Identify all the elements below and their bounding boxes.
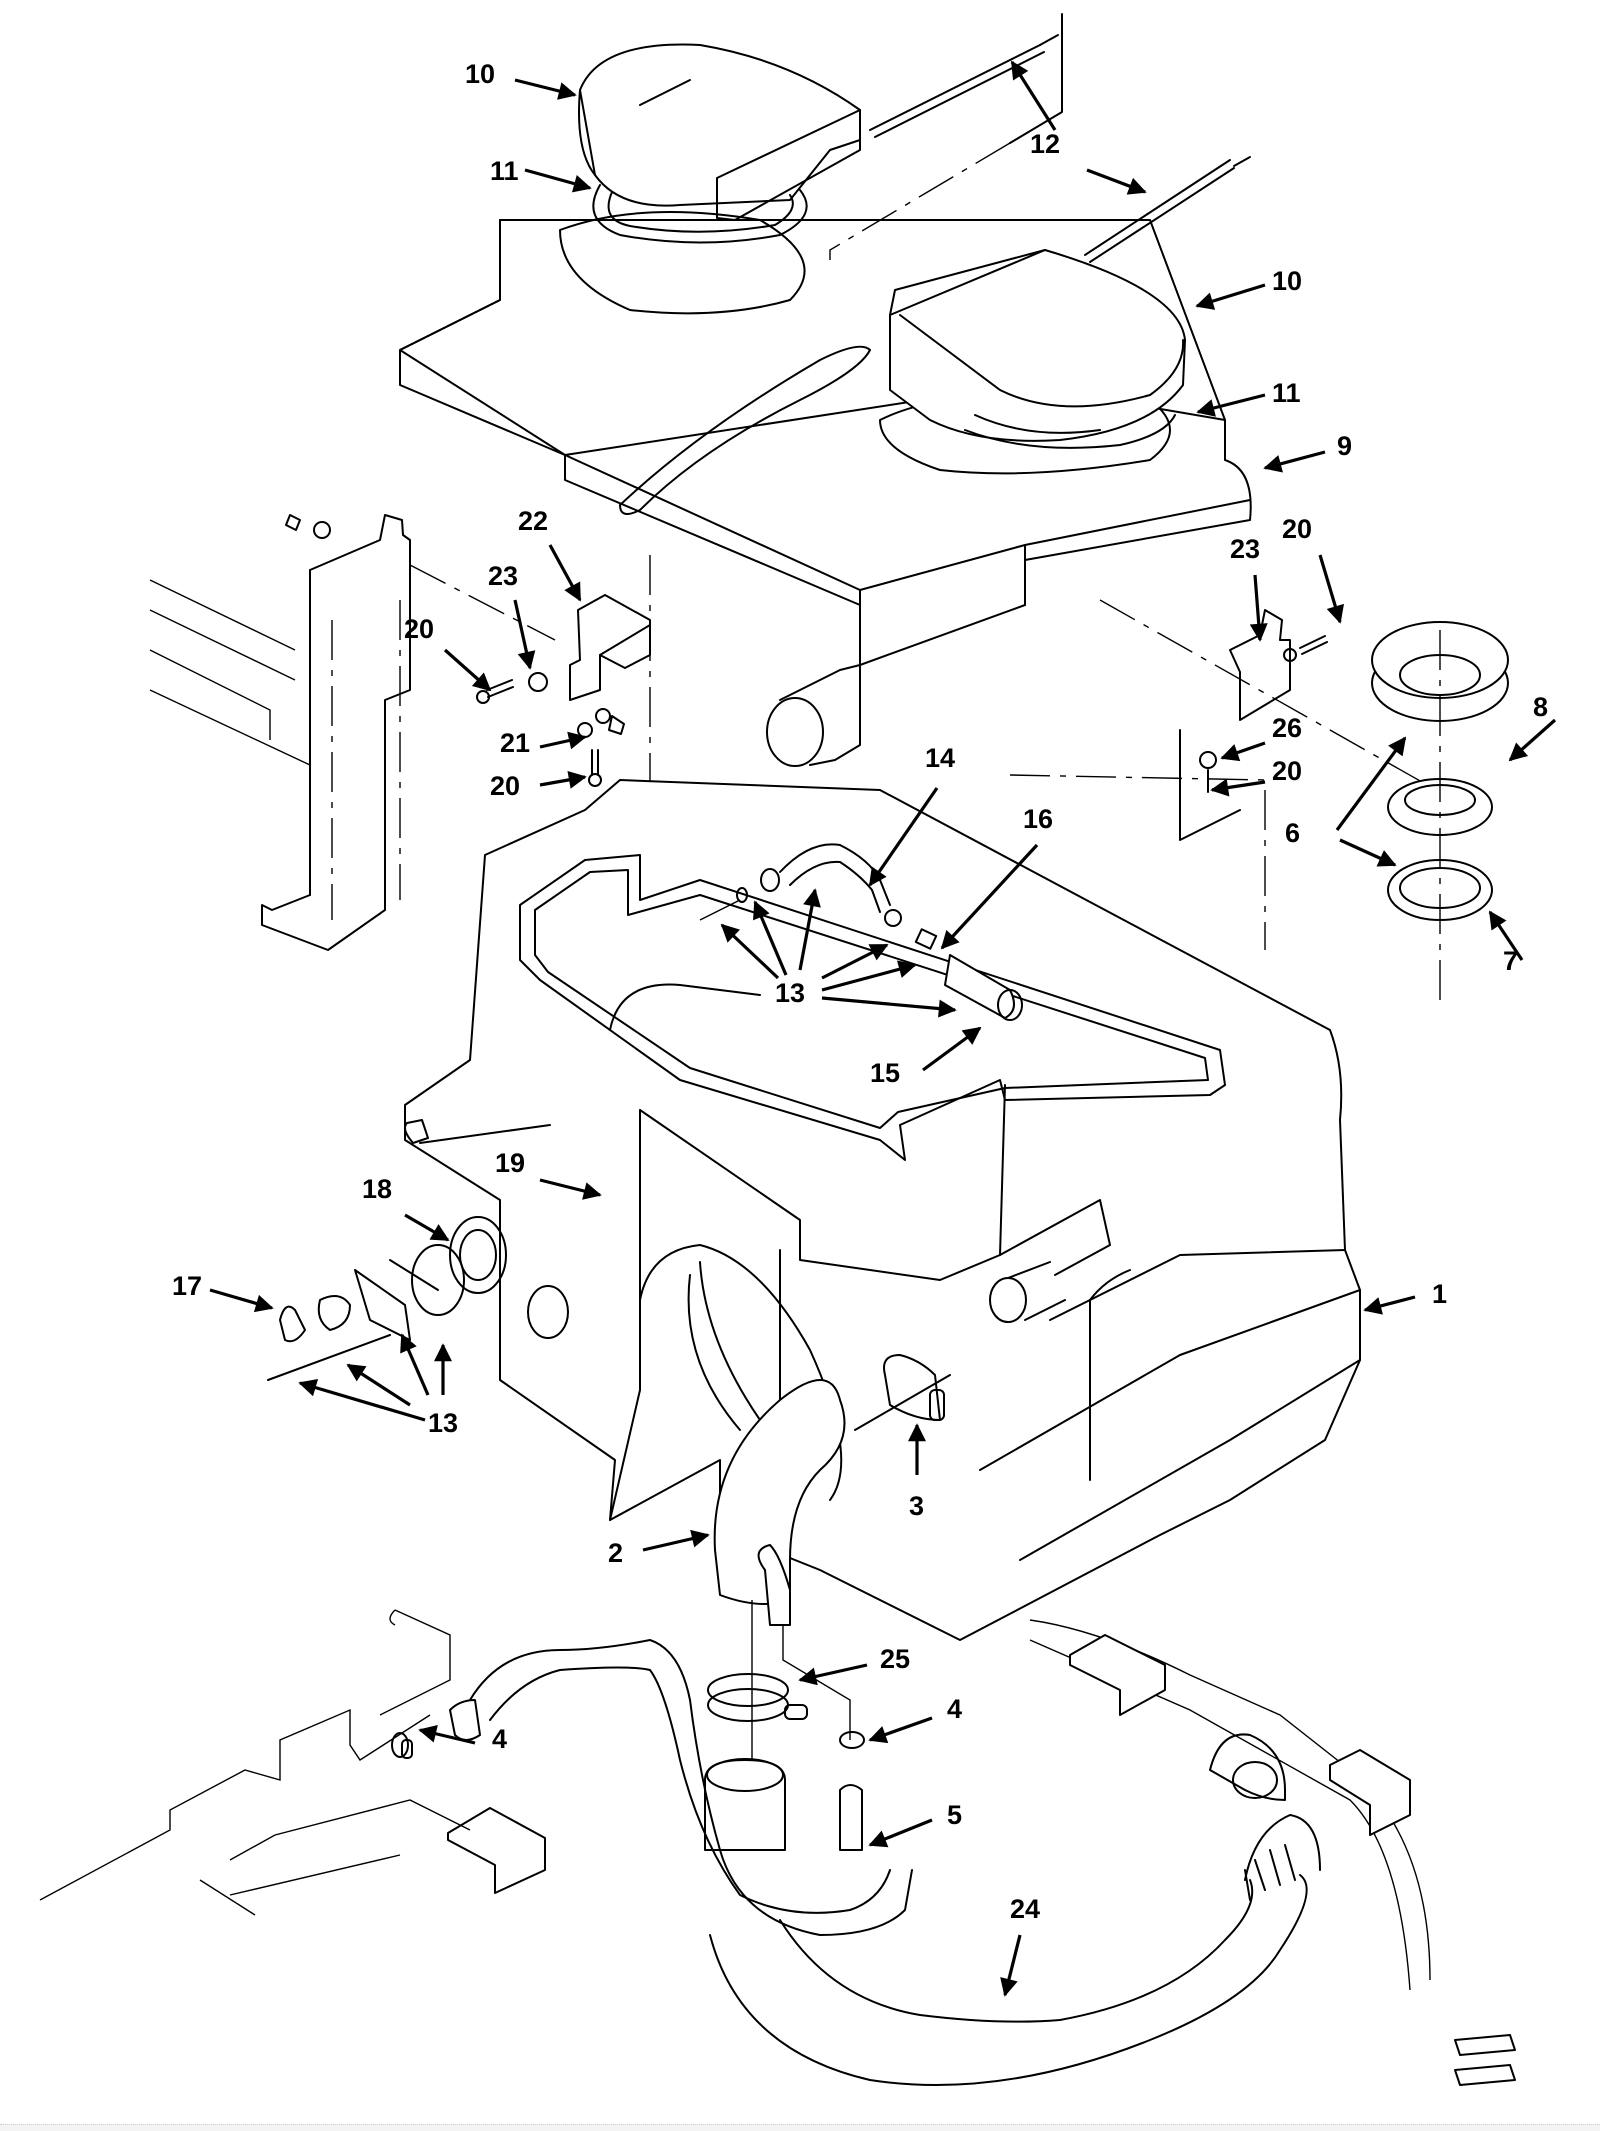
callout-13-left: 13 — [428, 1408, 458, 1438]
arrow-7 — [1488, 910, 1524, 961]
callout-4-right: 4 — [947, 1694, 962, 1724]
callout-4-left: 4 — [492, 1724, 507, 1754]
callout-13-top: 13 — [775, 978, 805, 1008]
arrow-10b — [1195, 283, 1266, 310]
frame-rails — [39, 1609, 1516, 2086]
arrow-10a — [514, 78, 577, 100]
arrow-13-6 — [821, 996, 957, 1018]
valve-components — [267, 1119, 551, 1381]
callout-11-right: 11 — [1272, 378, 1301, 408]
arrow-20d — [1210, 778, 1266, 797]
arrow-13-4 — [821, 943, 889, 980]
arrow-9 — [1263, 450, 1326, 473]
gasket-left — [592, 184, 808, 244]
callout-7: 7 — [1503, 946, 1518, 976]
lid-left — [578, 43, 861, 221]
arrow-17 — [209, 1288, 274, 1313]
rods — [829, 13, 1251, 263]
callout-20-right-lower: 20 — [1272, 756, 1302, 786]
callout-10-right: 10 — [1272, 266, 1302, 296]
callout-3: 3 — [909, 1491, 924, 1521]
arrow-24 — [1000, 1934, 1022, 1997]
arrow-13-8 — [346, 1363, 411, 1407]
callout-26: 26 — [1272, 713, 1302, 743]
arrow-5 — [868, 1818, 933, 1848]
callout-5: 5 — [947, 1800, 962, 1830]
arrow-15 — [922, 1026, 982, 1072]
arrow-11b — [1196, 393, 1266, 417]
callout-20-left-lower: 20 — [490, 771, 520, 801]
arrow-13-2 — [753, 900, 788, 976]
arrow-12b — [1086, 168, 1147, 195]
callout-22: 22 — [518, 506, 548, 536]
callout-14: 14 — [925, 743, 955, 773]
callout-23-right: 23 — [1230, 534, 1260, 564]
arrow-4b — [868, 1716, 933, 1744]
callout-24: 24 — [1010, 1894, 1040, 1924]
arrow-1 — [1363, 1295, 1416, 1315]
callout-25: 25 — [880, 1644, 910, 1674]
callout-20-right-upper: 20 — [1282, 514, 1312, 544]
float-switch-assembly — [699, 843, 1023, 1021]
arrow-21 — [539, 731, 587, 750]
arrow-18 — [404, 1213, 450, 1242]
callout-20-left-upper: 20 — [404, 614, 434, 644]
callout-11-left: 11 — [490, 156, 519, 186]
callout-15: 15 — [870, 1058, 900, 1088]
arrow-20c — [1318, 554, 1344, 624]
arrow-13-3 — [798, 888, 821, 971]
arrow-20b — [539, 770, 587, 789]
arrow-13-5 — [821, 960, 917, 992]
arrow-22 — [548, 544, 582, 602]
callout-8: 8 — [1533, 692, 1548, 722]
callout-6: 6 — [1285, 818, 1300, 848]
callout-23-left: 23 — [488, 561, 518, 591]
arrow-19 — [539, 1178, 602, 1200]
arrow-23b — [1249, 574, 1268, 642]
callout-arrows — [209, 60, 1557, 1997]
arrow-6b — [1339, 838, 1397, 867]
arrow-4a — [418, 1724, 476, 1745]
page-footer-strip — [0, 2124, 1600, 2131]
lower-hoses — [391, 1600, 1321, 2086]
arrow-16 — [940, 843, 1039, 950]
lid-right — [889, 249, 1186, 449]
arrow-13-7 — [298, 1378, 426, 1422]
callout-18: 18 — [362, 1174, 392, 1204]
callout-9: 9 — [1337, 431, 1352, 461]
arrow-8 — [1508, 718, 1557, 762]
arrow-13-1 — [720, 923, 780, 980]
arrow-26 — [1220, 741, 1266, 762]
arrow-13-9 — [400, 1333, 430, 1396]
arrow-12a — [1010, 60, 1057, 131]
arrow-25 — [798, 1663, 868, 1686]
callout-labels: 10 11 12 10 11 9 22 23 20 21 20 23 20 26… — [172, 59, 1548, 1924]
arrow-11a — [524, 168, 592, 193]
callout-16: 16 — [1023, 804, 1053, 834]
callout-10-left: 10 — [465, 59, 495, 89]
callout-19: 19 — [495, 1148, 525, 1178]
callout-17: 17 — [172, 1271, 202, 1301]
callout-12: 12 — [1030, 129, 1060, 159]
elbow-fitting — [713, 1354, 951, 1626]
callout-2: 2 — [608, 1538, 623, 1568]
arrow-20a — [443, 648, 492, 692]
main-tank — [404, 664, 1361, 1641]
callout-1: 1 — [1432, 1279, 1447, 1309]
fill-cap-assembly — [1371, 621, 1509, 1000]
arrow-2 — [642, 1529, 710, 1552]
callout-21: 21 — [500, 728, 530, 758]
arrow-23a — [513, 599, 536, 670]
arrow-6a — [1335, 736, 1407, 831]
bracket-left-frame — [149, 514, 556, 951]
arrow-14 — [868, 787, 939, 887]
